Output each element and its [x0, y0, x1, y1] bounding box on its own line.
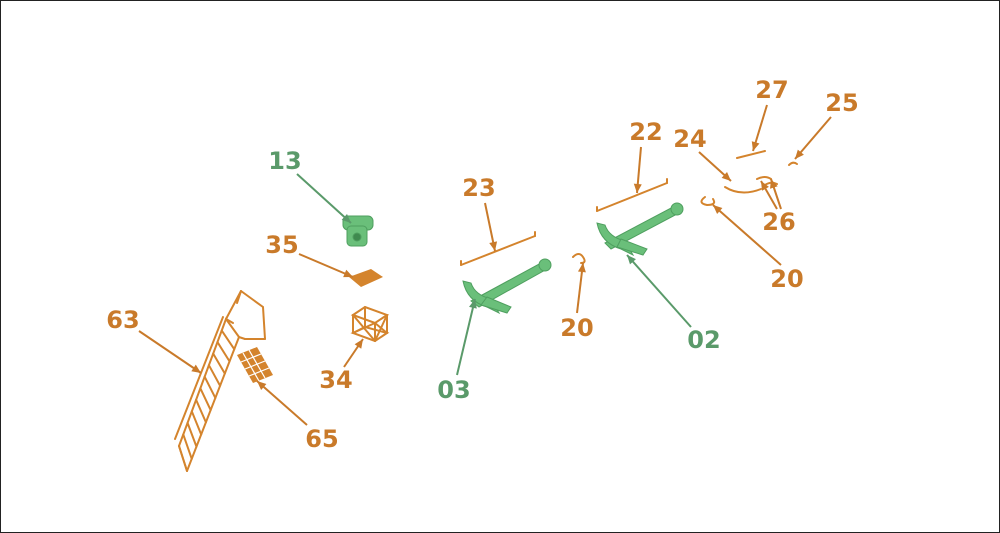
callout-labels: 13 35 34 63 65 23 03 20 22 02 24 27 25 2… — [106, 76, 858, 453]
part-65-grate — [237, 347, 273, 383]
leader-arrowhead-p13 — [341, 213, 351, 223]
part-23-rod — [460, 231, 536, 266]
callout-03: 03 — [437, 376, 470, 404]
leader-arrowhead-p24 — [721, 171, 731, 181]
callout-20-right: 20 — [770, 265, 803, 293]
leader-arrowhead-p65 — [257, 381, 267, 390]
ladder-rung — [207, 364, 222, 387]
ladder-rung — [220, 329, 236, 351]
leader-line-p63 — [138, 330, 202, 374]
callout-25: 25 — [825, 89, 858, 117]
part-27-bar — [736, 150, 766, 159]
callout-13: 13 — [268, 147, 301, 175]
leader-line-p35 — [298, 253, 354, 278]
part-63-ladder — [174, 290, 266, 472]
leader-arrowhead-p20b — [713, 205, 723, 214]
ladder-rung — [182, 433, 193, 460]
leader-line-p65 — [256, 380, 308, 426]
callout-65: 65 — [305, 425, 338, 453]
part-13-fitting — [342, 215, 374, 247]
ladder-rung — [190, 410, 203, 436]
leader-arrowhead-p23 — [489, 241, 498, 251]
part-34-cage — [350, 305, 390, 343]
part-22-rod — [596, 178, 668, 212]
ladder-rung — [178, 445, 188, 472]
part-24-clip — [724, 186, 762, 194]
callout-63: 63 — [106, 306, 139, 334]
leader-arrowhead-p34 — [354, 339, 363, 349]
leader-arrowhead-p03 — [469, 299, 477, 309]
callout-leaders — [138, 104, 832, 426]
ladder-rung — [225, 318, 240, 338]
leader-line-p03 — [456, 298, 476, 376]
part-02-anchor — [596, 202, 684, 257]
callout-27: 27 — [755, 76, 788, 104]
part-25-pin — [788, 161, 798, 166]
ladder-rung — [199, 387, 212, 412]
ladder-rung — [186, 421, 198, 448]
callout-24: 24 — [673, 125, 706, 153]
ladder-rung — [212, 352, 226, 375]
leader-arrowhead-p26 — [761, 181, 769, 191]
leader-arrowhead-p27 — [751, 141, 760, 151]
part-35-plate — [349, 269, 383, 287]
callout-23: 23 — [462, 174, 495, 202]
leader-line-p25 — [794, 116, 832, 160]
callout-20-left: 20 — [560, 314, 593, 342]
part-20-hook-left — [572, 253, 586, 264]
leader-arrowhead-p22 — [633, 183, 642, 193]
ladder-rung — [216, 341, 231, 363]
leader-line-p20b — [712, 204, 782, 266]
part-03-anchor — [462, 258, 552, 315]
leader-arrowhead-p02 — [627, 255, 636, 265]
leader-arrowhead-p20a — [577, 263, 586, 273]
callout-35: 35 — [265, 231, 298, 259]
callout-02: 02 — [687, 326, 720, 354]
leader-arrowhead-p26 — [770, 179, 778, 189]
callout-22: 22 — [629, 118, 662, 146]
leader-arrowhead-p63 — [191, 364, 201, 373]
leader-line-p13 — [296, 173, 352, 224]
part-20-hook-right — [700, 196, 716, 207]
ladder-rung — [203, 375, 217, 399]
leader-arrowhead-p35 — [343, 269, 353, 278]
leader-arrowhead-p25 — [795, 149, 804, 159]
ladder-rungs — [178, 318, 240, 472]
leader-line-p02 — [626, 254, 692, 328]
ladder-rung — [195, 398, 207, 424]
callout-26: 26 — [762, 208, 795, 236]
callout-34: 34 — [319, 366, 352, 394]
